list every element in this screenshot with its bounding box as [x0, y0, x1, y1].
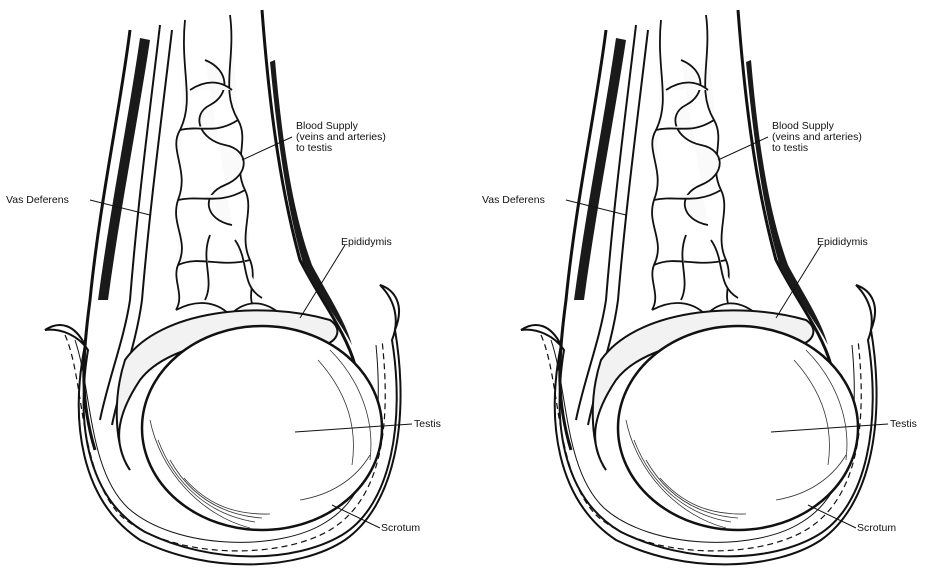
testis-illustration — [0, 0, 476, 568]
blood-vessel-network — [176, 15, 278, 315]
label-blood-supply-line3: to testis — [772, 143, 862, 154]
label-testis: Testis — [890, 419, 917, 430]
label-epididymis: Epididymis — [817, 237, 868, 248]
cord-sheath-right-dark — [270, 60, 352, 345]
label-epididymis: Epididymis — [341, 237, 392, 248]
testis-body — [142, 326, 382, 530]
label-scrotum: Scrotum — [381, 523, 420, 534]
label-scrotum: Scrotum — [857, 523, 896, 534]
label-vas-deferens: Vas Deferens — [6, 195, 69, 206]
label-testis: Testis — [414, 419, 441, 430]
label-vas-deferens: Vas Deferens — [482, 195, 545, 206]
testis-illustration — [476, 0, 952, 568]
label-blood-supply: Blood Supply (veins and arteries) to tes… — [772, 121, 862, 154]
blood-vessel-network — [652, 15, 754, 315]
testis-body — [618, 326, 858, 530]
label-blood-supply: Blood Supply (veins and arteries) to tes… — [296, 121, 386, 154]
cord-sheath-right-dark — [746, 60, 828, 345]
anatomy-panel-right: Blood Supply (veins and arteries) to tes… — [476, 0, 952, 568]
anatomy-panel-left: Blood Supply (veins and arteries) to tes… — [0, 0, 476, 568]
label-blood-supply-line3: to testis — [296, 143, 386, 154]
